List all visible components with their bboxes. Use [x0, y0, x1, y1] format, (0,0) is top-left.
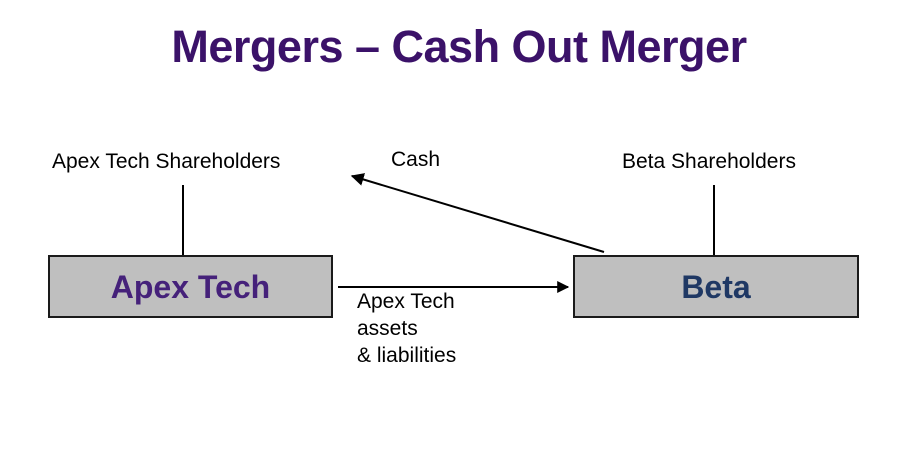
- cash-flow-arrow: [350, 173, 605, 253]
- beta-entity-box: Beta: [573, 255, 859, 318]
- beta-entity-label: Beta: [681, 268, 751, 305]
- assets-liabilities-flow-label: Apex Tech assets & liabilities: [357, 289, 456, 370]
- page-title: Mergers – Cash Out Merger: [171, 21, 747, 72]
- apex-tech-entity-label: Apex Tech: [110, 268, 271, 305]
- assets-flow-label-line1: Apex Tech: [357, 290, 455, 313]
- apex-tech-entity-box: Apex Tech: [48, 255, 333, 318]
- apex-tech-shareholders-label: Apex Tech Shareholders: [52, 150, 281, 173]
- assets-flow-label-line2: assets: [357, 316, 418, 340]
- cash-flow-label: Cash: [391, 148, 441, 171]
- beta-shareholders-label: Beta Shareholders: [622, 150, 796, 173]
- assets-flow-label-line3: & liabilities: [357, 343, 457, 367]
